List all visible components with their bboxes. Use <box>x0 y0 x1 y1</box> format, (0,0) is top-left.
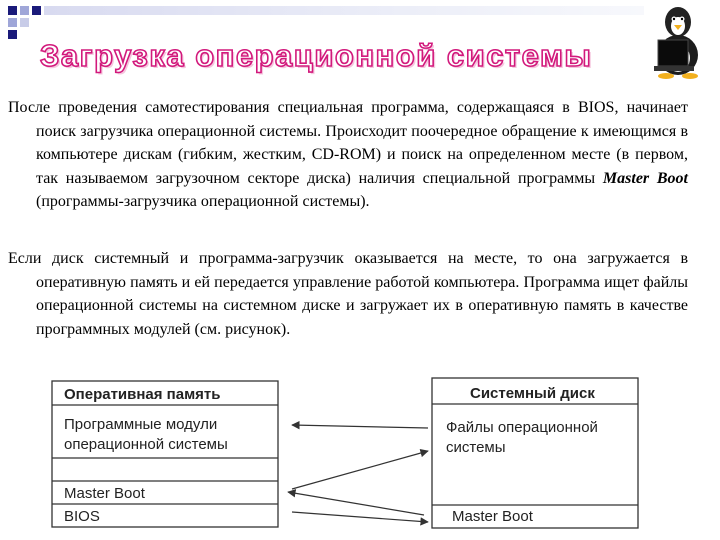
disk-master-boot: Master Boot <box>452 508 534 525</box>
arrow-bios-to-disk <box>291 511 429 526</box>
ram-bios: BIOS <box>64 508 100 525</box>
header-square-light-3 <box>20 18 29 27</box>
disk-files-line1: Файлы операционной <box>446 419 598 436</box>
paragraph-2: Если диск системный и программа-загрузчи… <box>8 250 688 338</box>
arrow-files-to-ram <box>291 420 429 430</box>
disk-header: Системный диск <box>470 385 595 402</box>
paragraph-1-text: После проведения самотестирования специа… <box>8 99 688 187</box>
ram-block: Оперативная память Программные модули оп… <box>51 380 279 528</box>
ram-header: Оперативная память <box>64 386 221 403</box>
header-square-dark-3 <box>8 30 17 39</box>
arrow-disk-to-masterboot <box>287 489 425 516</box>
slide-title: Загрузка операционной системы <box>39 37 593 74</box>
header-square-light-2 <box>8 18 17 27</box>
disk-block: Системный диск Файлы операционной систем… <box>431 377 639 529</box>
header-square-dark-2 <box>32 6 41 15</box>
disk-files-line2: системы <box>446 439 506 456</box>
header-strip <box>44 6 644 15</box>
ram-modules-line1: Программные модули <box>64 416 217 433</box>
master-boot-emphasis: Master Boot <box>602 169 689 187</box>
header-square-light <box>20 6 29 15</box>
header-square-dark <box>8 6 17 15</box>
arrow-masterboot-to-disk <box>291 448 429 490</box>
boot-diagram: Оперативная память Программные модули оп… <box>51 377 639 530</box>
ram-modules-line2: операционной системы <box>64 436 228 453</box>
paragraph-1-tail: (программы-загрузчика операционной систе… <box>36 193 370 210</box>
penguin-laptop-icon <box>654 7 698 79</box>
ram-master-boot: Master Boot <box>64 485 146 502</box>
paragraph-1: После проведения самотестирования специа… <box>8 96 688 214</box>
